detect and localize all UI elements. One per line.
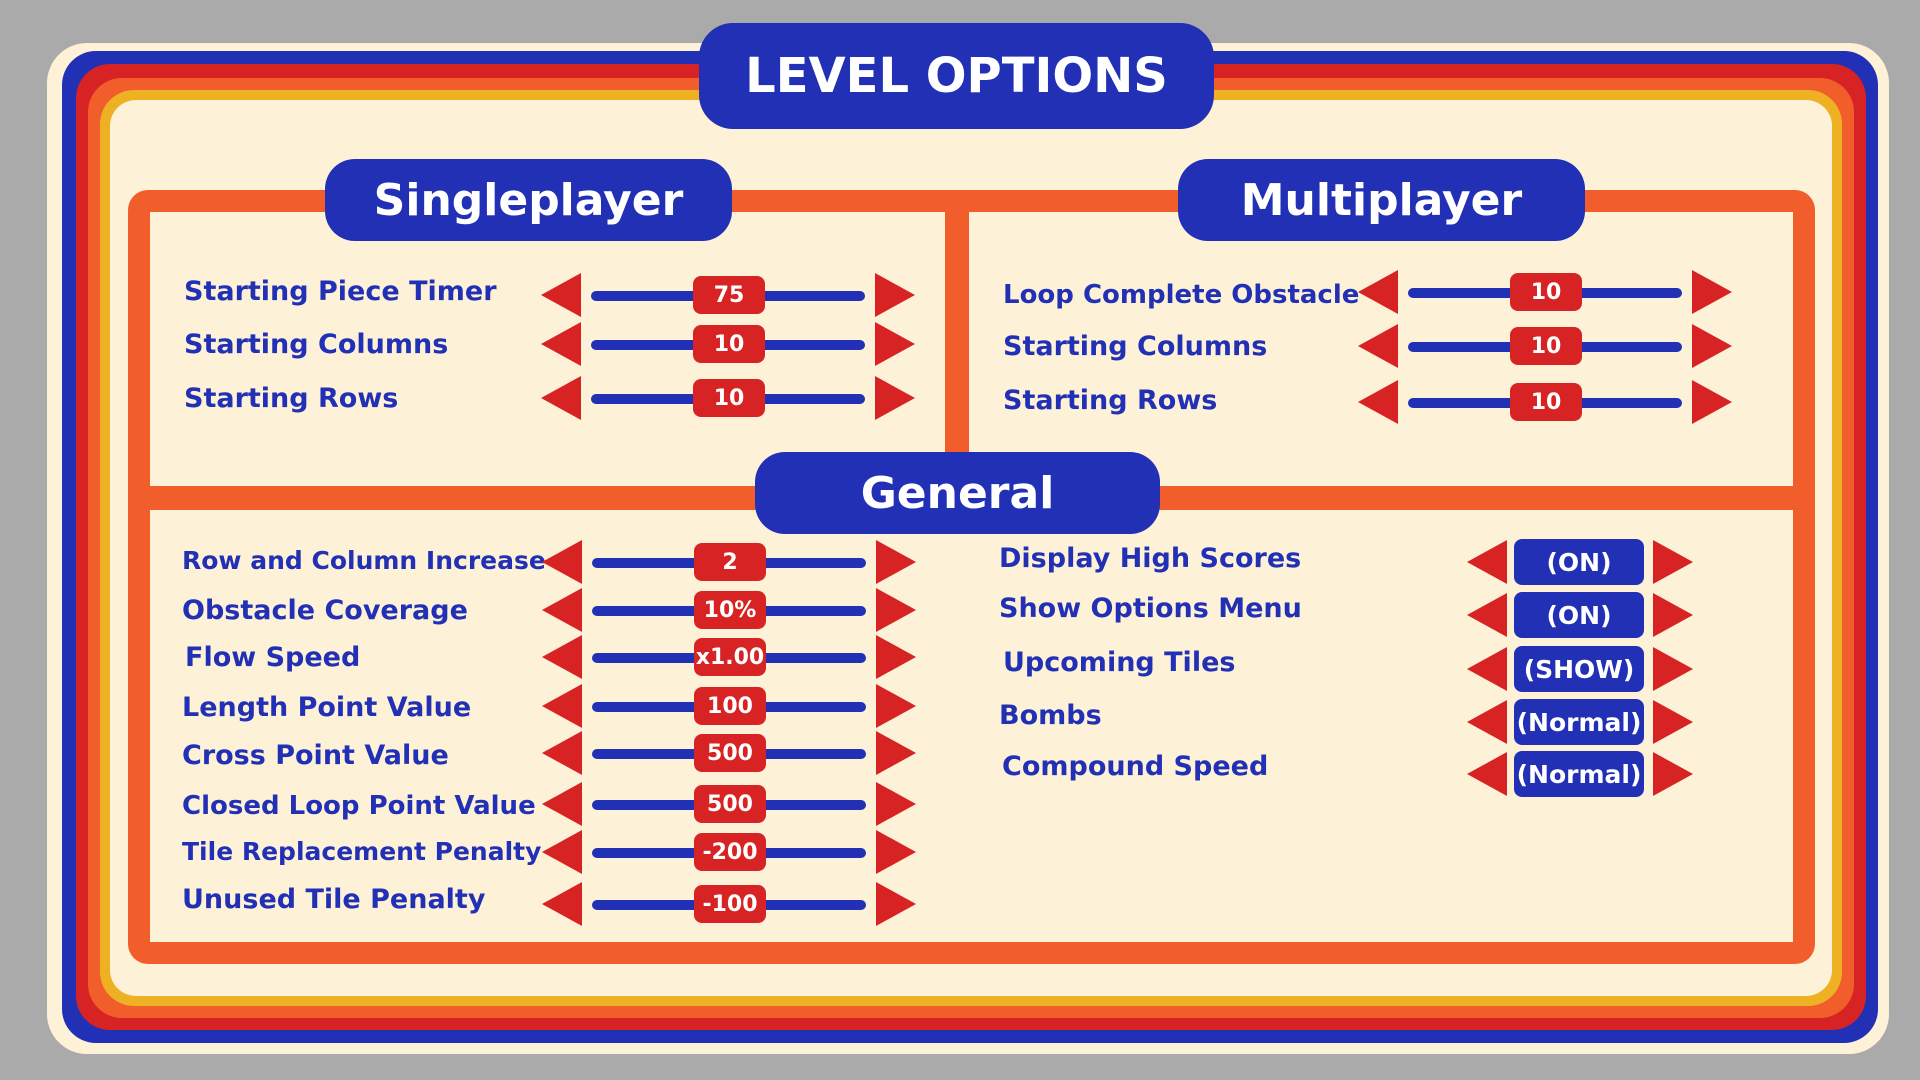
previous-arrow-icon[interactable] <box>1467 647 1507 691</box>
increase-arrow-icon[interactable] <box>875 273 915 317</box>
option-label-row-and-column-increase: Row and Column Increase <box>182 546 546 575</box>
option-label-tile-replacement-penalty: Tile Replacement Penalty <box>182 837 542 866</box>
next-arrow-icon[interactable] <box>1653 540 1693 584</box>
decrease-arrow-icon[interactable] <box>542 588 582 632</box>
next-arrow-icon[interactable] <box>1653 700 1693 744</box>
slider-value[interactable]: 10 <box>693 325 765 363</box>
increase-arrow-icon[interactable] <box>1692 324 1732 368</box>
option-label-display-high-scores: Display High Scores <box>999 543 1302 574</box>
decrease-arrow-icon[interactable] <box>542 540 582 584</box>
increase-arrow-icon[interactable] <box>876 882 916 926</box>
decrease-arrow-icon[interactable] <box>542 782 582 826</box>
increase-arrow-icon[interactable] <box>876 830 916 874</box>
previous-arrow-icon[interactable] <box>1467 700 1507 744</box>
increase-arrow-icon[interactable] <box>876 540 916 584</box>
slider-value[interactable]: 75 <box>693 276 765 314</box>
increase-arrow-icon[interactable] <box>876 635 916 679</box>
decrease-arrow-icon[interactable] <box>1358 380 1398 424</box>
decrease-arrow-icon[interactable] <box>1358 270 1398 314</box>
slider-value[interactable]: x1.00 <box>694 638 766 676</box>
toggle-value[interactable]: (SHOW) <box>1514 646 1644 692</box>
increase-arrow-icon[interactable] <box>876 684 916 728</box>
toggle-value[interactable]: (Normal) <box>1514 751 1644 797</box>
option-label-unused-tile-penalty: Unused Tile Penalty <box>182 884 486 915</box>
option-label-obstacle-coverage: Obstacle Coverage <box>182 595 468 626</box>
slider-value[interactable]: 10 <box>1510 383 1582 421</box>
slider-value[interactable]: 10 <box>1510 273 1582 311</box>
option-label-starting-rows: Starting Rows <box>1003 385 1218 416</box>
slider-value[interactable]: 10 <box>1510 327 1582 365</box>
increase-arrow-icon[interactable] <box>1692 380 1732 424</box>
decrease-arrow-icon[interactable] <box>542 882 582 926</box>
toggle-value[interactable]: (Normal) <box>1514 699 1644 745</box>
slider-value[interactable]: 500 <box>694 734 766 772</box>
previous-arrow-icon[interactable] <box>1467 540 1507 584</box>
singleplayer-header: Singleplayer <box>325 159 732 241</box>
option-label-bombs: Bombs <box>999 700 1102 731</box>
slider-value[interactable]: -200 <box>694 833 766 871</box>
increase-arrow-icon[interactable] <box>875 376 915 420</box>
increase-arrow-icon[interactable] <box>875 322 915 366</box>
next-arrow-icon[interactable] <box>1653 752 1693 796</box>
next-arrow-icon[interactable] <box>1653 647 1693 691</box>
option-label-show-options-menu: Show Options Menu <box>999 593 1302 624</box>
slider-value[interactable]: -100 <box>694 885 766 923</box>
general-header: General <box>755 452 1160 534</box>
slider-value[interactable]: 2 <box>694 543 766 581</box>
decrease-arrow-icon[interactable] <box>541 273 581 317</box>
option-label-closed-loop-point-value: Closed Loop Point Value <box>182 791 536 821</box>
increase-arrow-icon[interactable] <box>876 782 916 826</box>
multiplayer-header: Multiplayer <box>1178 159 1585 241</box>
increase-arrow-icon[interactable] <box>876 731 916 775</box>
decrease-arrow-icon[interactable] <box>541 376 581 420</box>
decrease-arrow-icon[interactable] <box>1358 324 1398 368</box>
option-label-length-point-value: Length Point Value <box>182 692 472 723</box>
increase-arrow-icon[interactable] <box>876 588 916 632</box>
toggle-value[interactable]: (ON) <box>1514 592 1644 638</box>
slider-value[interactable]: 500 <box>694 785 766 823</box>
option-label-loop-complete-obstacle: Loop Complete Obstacle <box>1003 280 1360 310</box>
toggle-value[interactable]: (ON) <box>1514 539 1644 585</box>
slider-value[interactable]: 10 <box>693 379 765 417</box>
decrease-arrow-icon[interactable] <box>542 635 582 679</box>
option-label-starting-rows: Starting Rows <box>184 383 399 414</box>
page-title: LEVEL OPTIONS <box>699 23 1214 129</box>
option-label-starting-columns: Starting Columns <box>184 329 449 360</box>
previous-arrow-icon[interactable] <box>1467 752 1507 796</box>
decrease-arrow-icon[interactable] <box>542 731 582 775</box>
option-label-starting-columns: Starting Columns <box>1003 331 1268 362</box>
previous-arrow-icon[interactable] <box>1467 593 1507 637</box>
option-label-flow-speed: Flow Speed <box>185 642 361 673</box>
slider-value[interactable]: 10% <box>694 591 766 629</box>
option-label-upcoming-tiles: Upcoming Tiles <box>1003 647 1236 678</box>
option-label-compound-speed: Compound Speed <box>1002 751 1269 782</box>
option-label-starting-piece-timer: Starting Piece Timer <box>184 276 497 307</box>
decrease-arrow-icon[interactable] <box>542 684 582 728</box>
decrease-arrow-icon[interactable] <box>541 322 581 366</box>
next-arrow-icon[interactable] <box>1653 593 1693 637</box>
increase-arrow-icon[interactable] <box>1692 270 1732 314</box>
decrease-arrow-icon[interactable] <box>542 830 582 874</box>
slider-value[interactable]: 100 <box>694 687 766 725</box>
option-label-cross-point-value: Cross Point Value <box>182 740 449 771</box>
